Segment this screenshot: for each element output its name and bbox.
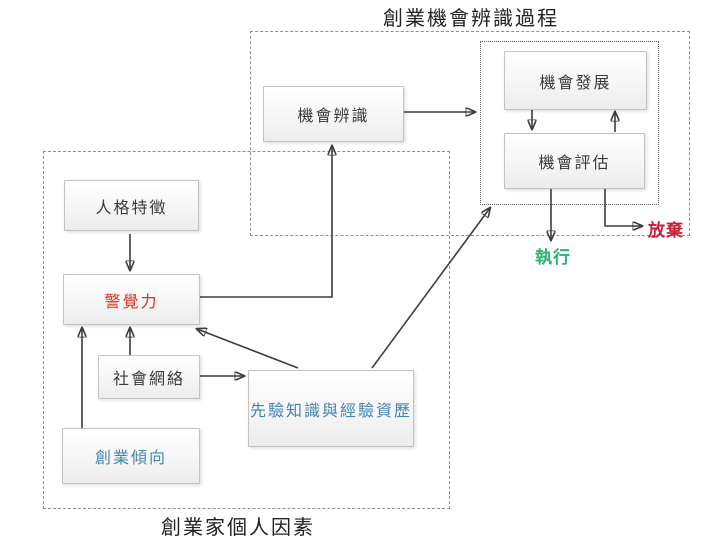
node-alertness-label: 警覺力 — [104, 293, 159, 311]
diagram-title: 創業機會辨識過程 — [383, 8, 559, 30]
node-opportunity-identification-label: 機會辨識 — [297, 108, 370, 125]
arrow-prior-knowledge-to-alertness — [197, 329, 299, 369]
node-alertness: 警覺力 — [63, 274, 200, 325]
arrow-evaluation-to-abandon — [604, 188, 642, 226]
arrow-prior-knowledge-to-subgroup — [371, 208, 490, 369]
node-opportunity-identification: 機會辨識 — [263, 86, 404, 142]
personal-factors-caption: 創業家個人因素 — [161, 517, 315, 537]
node-opportunity-development: 機會發展 — [504, 51, 647, 110]
node-entrepreneurial-inclination: 創業傾向 — [62, 428, 200, 484]
node-personality-traits-label: 人格特徵 — [95, 199, 168, 217]
arrow-alertness-to-opportunity-identification — [199, 146, 332, 298]
node-social-network-label: 社會網絡 — [112, 371, 185, 388]
node-opportunity-evaluation: 機會評估 — [504, 133, 645, 189]
node-prior-knowledge: 先驗知識與經驗資歷 — [248, 370, 414, 447]
node-opportunity-development-label: 機會發展 — [539, 74, 612, 92]
node-prior-knowledge-label: 先驗知識與經驗資歷 — [249, 402, 412, 420]
node-opportunity-evaluation-label: 機會評估 — [538, 155, 611, 172]
personal-factors-group-outline — [43, 151, 450, 509]
node-personality-traits: 人格特徵 — [64, 180, 199, 231]
node-social-network: 社會網絡 — [98, 355, 200, 399]
node-entrepreneurial-inclination-label: 創業傾向 — [94, 450, 167, 467]
execute-label: 執行 — [535, 248, 571, 267]
abandon-label: 放棄 — [648, 221, 684, 240]
development-evaluation-subgroup-outline — [480, 41, 659, 205]
